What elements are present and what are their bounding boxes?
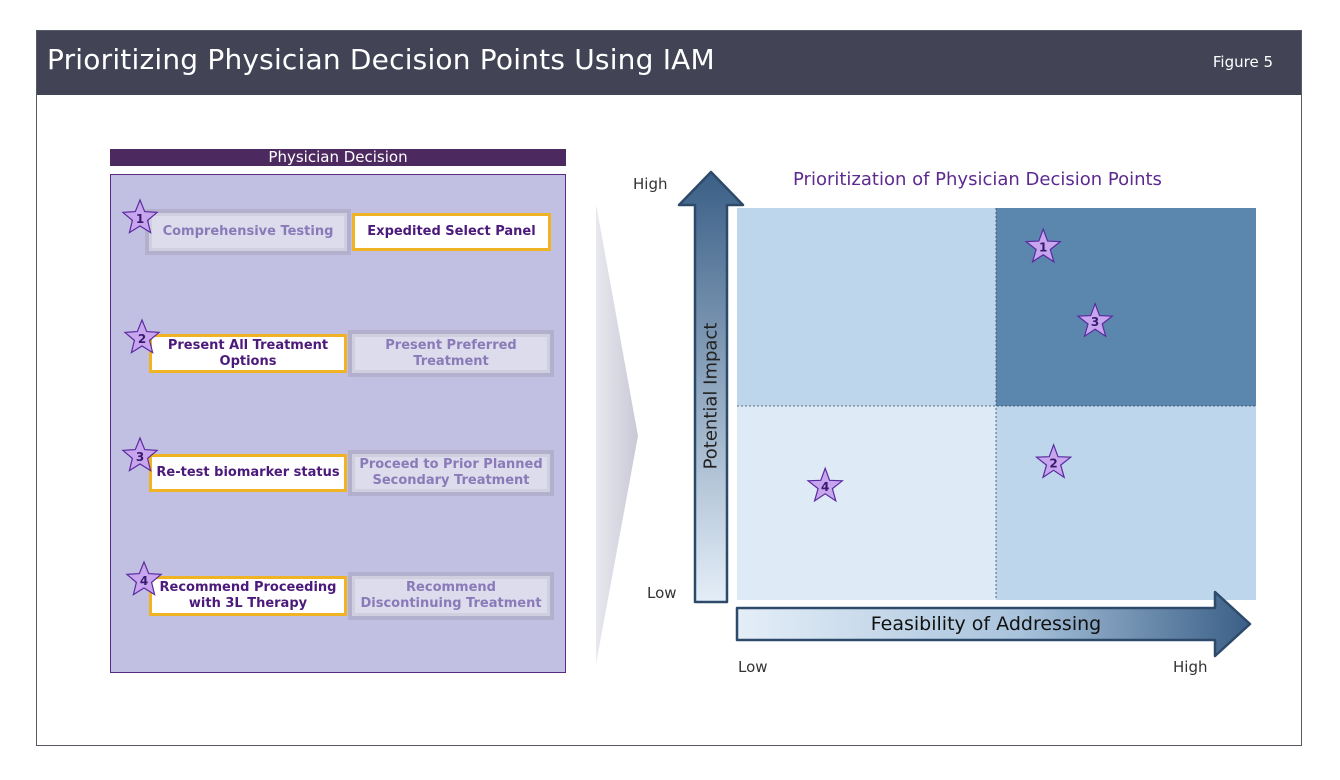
- matrix-point-4: 4: [806, 466, 844, 503]
- decision-1-star-icon: 1: [121, 198, 159, 234]
- decision-1-number: 1: [136, 212, 144, 226]
- y-axis-title: Potential Impact: [700, 322, 722, 470]
- decision-3-alternative: Proceed to Prior Planned Secondary Treat…: [352, 454, 550, 492]
- decision-1-selected: Expedited Select Panel: [352, 213, 551, 251]
- y-axis-arrow: [677, 170, 745, 604]
- title-bar: Prioritizing Physician Decision Points U…: [37, 31, 1301, 95]
- matrix-point-star-icon: [1024, 227, 1062, 264]
- x-axis-low-label: Low: [738, 658, 768, 676]
- figure-label: Figure 5: [1212, 53, 1273, 71]
- decision-4-selected: Recommend Proceeding with 3L Therapy: [149, 576, 347, 616]
- decision-4-alternative: Recommend Discontinuing Treatment: [352, 576, 550, 616]
- x-axis-arrow: [735, 590, 1252, 658]
- quadrant-top-left: [737, 208, 996, 406]
- matrix-point-label: 1: [1039, 241, 1047, 255]
- matrix-point-2: 2: [1034, 443, 1073, 479]
- y-axis-high-label: High: [633, 175, 668, 193]
- matrix-point-star-icon: [806, 466, 844, 503]
- physician-decision-heading: Physician Decision: [110, 149, 566, 166]
- matrix-point-label: 4: [821, 480, 829, 494]
- y-axis-low-label: Low: [647, 584, 677, 602]
- x-axis-title: Feasibility of Addressing: [870, 613, 1102, 635]
- decision-2-alternative: Present Preferred Treatment: [352, 334, 550, 373]
- matrix-point-3: 3: [1076, 301, 1114, 338]
- decision-2-number: 2: [138, 332, 146, 346]
- decision-2-star-icon: 2: [123, 318, 161, 354]
- decision-3-star-icon: 3: [121, 436, 159, 472]
- quadrant-bottom-right: [996, 406, 1256, 600]
- matrix-point-label: 2: [1049, 456, 1057, 470]
- matrix-points: 1 3 2 4: [806, 227, 1114, 503]
- quadrant-top-right: [996, 208, 1256, 406]
- matrix-point-label: 3: [1091, 315, 1099, 329]
- x-axis-high-label: High: [1173, 658, 1208, 676]
- matrix-point-star-icon: [1076, 301, 1114, 338]
- decision-4-star-icon: 4: [125, 560, 163, 596]
- quadrant-bottom-left: [737, 406, 996, 600]
- impact-feasibility-matrix: 1 3 2 4: [677, 170, 1256, 658]
- decision-4-number: 4: [140, 574, 148, 588]
- matrix-point-star-icon: [1034, 443, 1073, 479]
- matrix-point-1: 1: [1024, 227, 1062, 264]
- decision-3-number: 3: [136, 450, 144, 464]
- decision-2-selected: Present All Treatment Options: [149, 334, 347, 373]
- decision-3-selected: Re-test biomarker status: [149, 454, 347, 492]
- matrix-title: Prioritization of Physician Decision Poi…: [793, 169, 1162, 190]
- slide-title: Prioritizing Physician Decision Points U…: [47, 43, 715, 76]
- decision-1-alternative: Comprehensive Testing: [149, 213, 347, 251]
- chevron-connector-icon: [596, 204, 638, 664]
